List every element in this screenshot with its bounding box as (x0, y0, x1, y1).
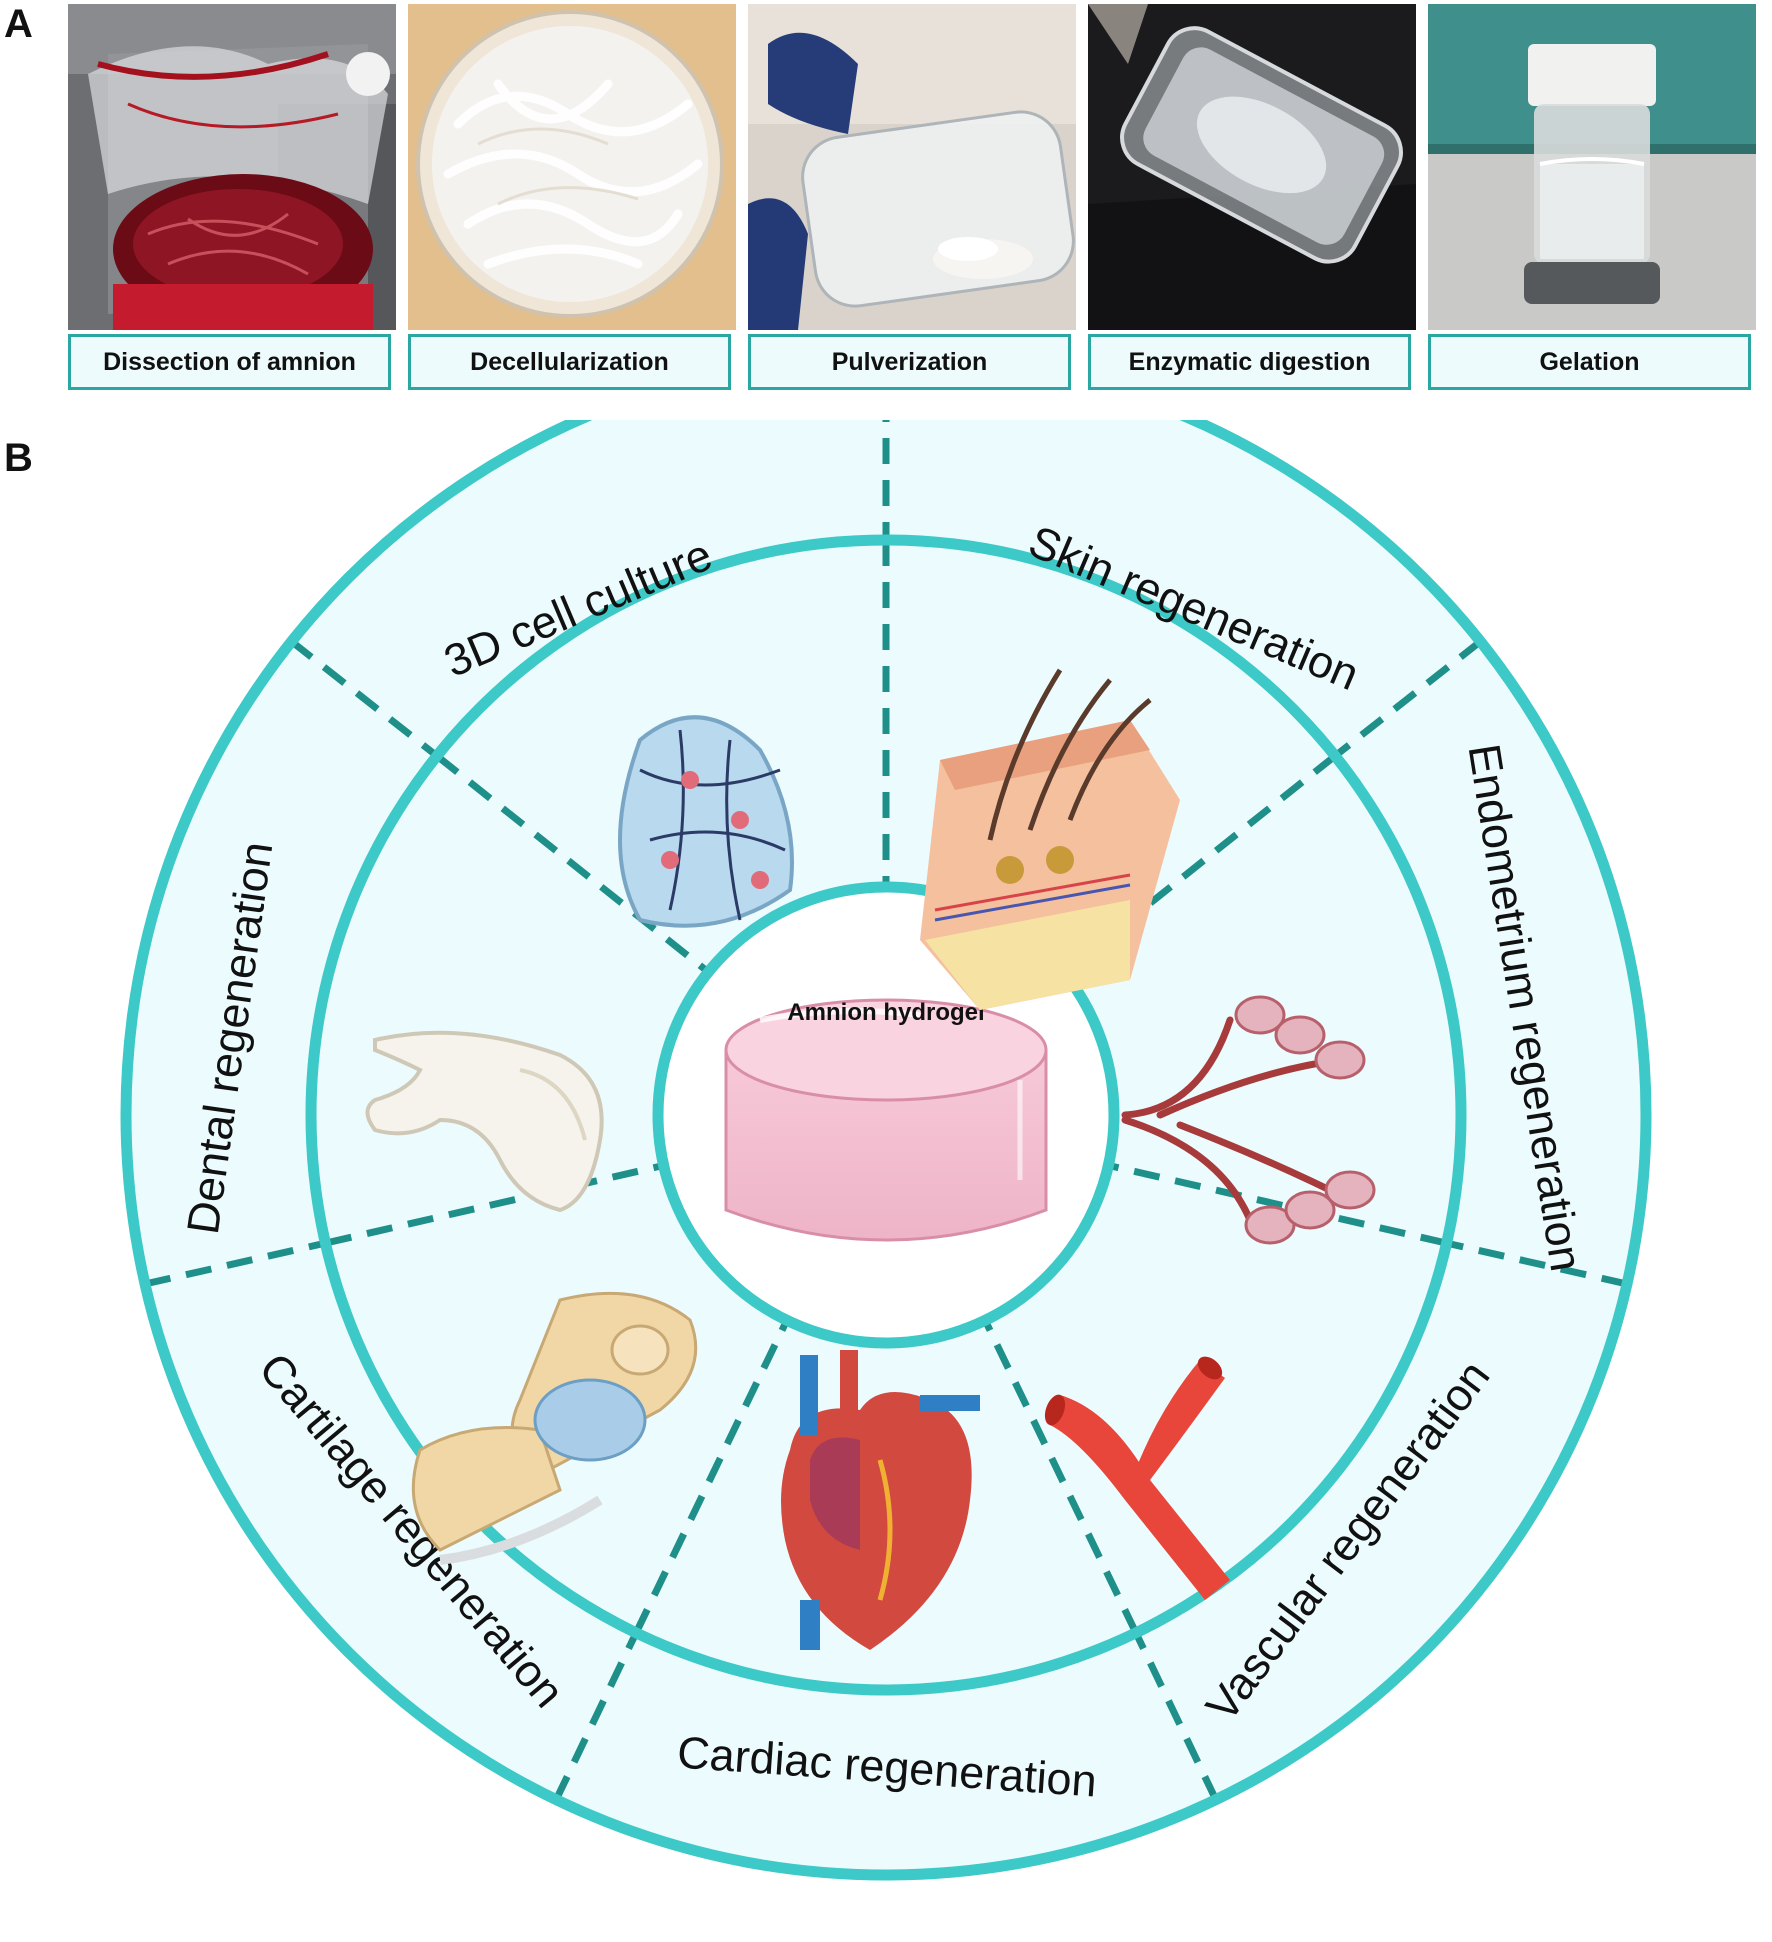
step-box-decellularization: Decellularization (408, 334, 731, 390)
decellularization-photo (408, 4, 736, 330)
step-box-dissection: Dissection of amnion (68, 334, 391, 390)
application-wheel-diagram: Amnion hydrogel 3D cell culture Skin reg… (0, 420, 1772, 1942)
step-label: Enzymatic digestion (1129, 348, 1371, 377)
step-label: Dissection of amnion (103, 348, 356, 377)
step-label: Pulverization (832, 348, 988, 377)
step-box-gelation: Gelation (1428, 334, 1751, 390)
hydrogel-disc-icon (726, 1000, 1046, 1240)
step-label: Gelation (1539, 348, 1639, 377)
dissection-photo (68, 4, 396, 330)
pulverization-photo (748, 4, 1076, 330)
center-label: Amnion hydrogel (787, 999, 984, 1026)
enzymatic-digestion-photo (1088, 4, 1416, 330)
panel-a-letter: A (4, 2, 33, 47)
step-box-pulverization: Pulverization (748, 334, 1071, 390)
step-box-enzymatic-digestion: Enzymatic digestion (1088, 334, 1411, 390)
step-label: Decellularization (470, 348, 669, 377)
gelation-photo (1428, 4, 1756, 330)
